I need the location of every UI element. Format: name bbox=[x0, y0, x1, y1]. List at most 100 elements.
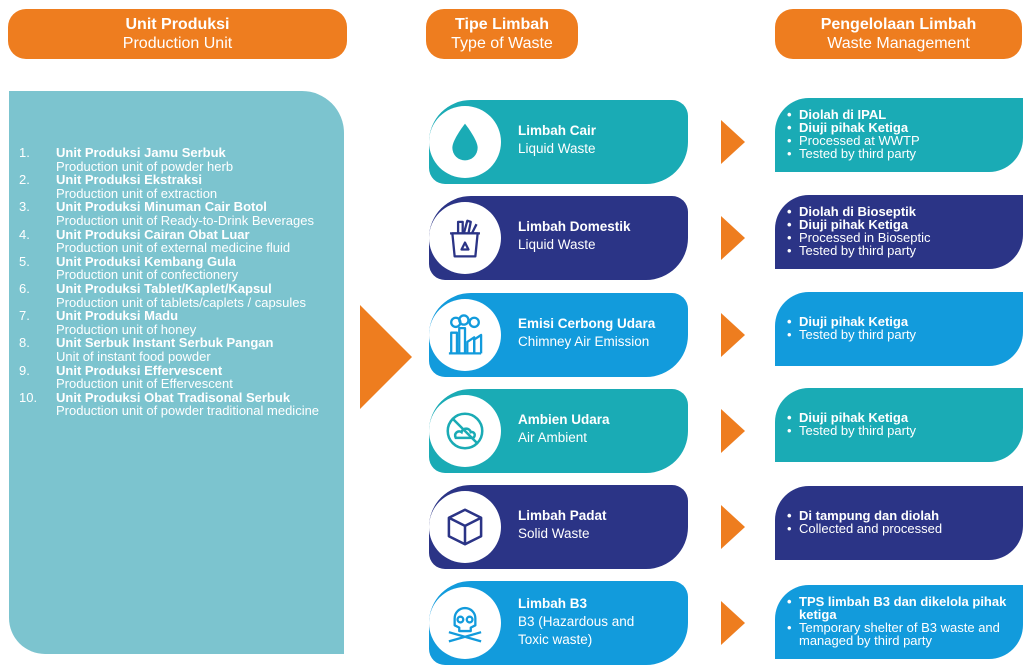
waste-type-name: Limbah Domestik bbox=[518, 219, 631, 234]
waste-type-sub: Solid Waste bbox=[518, 526, 590, 541]
item-number: 10. bbox=[19, 389, 38, 405]
header-subtitle: Production Unit bbox=[122, 35, 233, 52]
waste-type-sub: Chimney Air Emission bbox=[518, 334, 650, 349]
management-domestic: Diolah di Bioseptik Diuji pihak Ketiga P… bbox=[775, 195, 1023, 269]
waste-type-domestic: Limbah Domestik Liquid Waste bbox=[429, 196, 688, 280]
management-item: Diolah di Bioseptik bbox=[787, 206, 1021, 219]
item-number: 5. bbox=[19, 253, 30, 269]
management-item: Diuji pihak Ketiga bbox=[787, 218, 1021, 232]
unit-name: Unit Produksi Obat Tradisonal Serbuk bbox=[56, 389, 291, 405]
management-ambient: Diuji pihak Ketiga Tested by third party bbox=[775, 388, 1023, 462]
waste-type-ambient: Ambien Udara Air Ambient bbox=[429, 389, 688, 473]
item-number: 4. bbox=[19, 226, 30, 242]
header-production-unit: Unit Produksi Production Unit bbox=[8, 9, 347, 59]
cube-box-icon bbox=[429, 491, 501, 563]
header-subtitle: Type of Waste bbox=[451, 35, 553, 52]
arrow-right-icon bbox=[721, 216, 745, 260]
header-title: Tipe Limbah bbox=[455, 16, 549, 33]
unit-desc: Production unit of Effervescent bbox=[56, 376, 233, 392]
waste-type-sub: B3 (Hazardous and Toxic waste) bbox=[518, 614, 635, 647]
item-number: 1. bbox=[19, 145, 30, 160]
item-number: 2. bbox=[19, 172, 30, 188]
header-subtitle: Waste Management bbox=[827, 35, 970, 52]
waste-type-chimney: Emisi Cerbong Udara Chimney Air Emission bbox=[429, 293, 688, 377]
unit-desc: Production unit of honey bbox=[56, 321, 197, 337]
header-waste-management: Pengelolaan Limbah Waste Management bbox=[775, 9, 1022, 59]
waste-type-name: Limbah B3 bbox=[518, 596, 588, 611]
management-item: Di tampung dan diolah bbox=[787, 509, 1021, 523]
waste-type-name: Limbah Padat bbox=[518, 508, 607, 523]
unit-desc: Production unit of powder traditional me… bbox=[56, 403, 320, 419]
no-smoke-icon bbox=[429, 395, 501, 467]
unit-desc: Production unit of Ready-to-Drink Bevera… bbox=[56, 212, 314, 228]
header-title: Unit Produksi bbox=[125, 16, 230, 33]
arrow-right-icon bbox=[721, 313, 745, 357]
management-list: Diuji pihak Ketiga Tested by third party bbox=[775, 315, 1021, 342]
management-item: Diolah di IPAL bbox=[787, 109, 1021, 122]
management-item: Processed in Bioseptic bbox=[787, 231, 1021, 245]
arrow-right-icon bbox=[721, 505, 745, 549]
management-item: Temporary shelter of B3 waste and manage… bbox=[787, 621, 1021, 648]
management-item: Processed at WWTP bbox=[787, 134, 1021, 148]
arrow-right-icon bbox=[721, 120, 745, 164]
management-item: Collected and processed bbox=[787, 522, 1021, 536]
unit-desc: Production unit of powder herb bbox=[56, 158, 234, 174]
item-number: 6. bbox=[19, 280, 30, 296]
item-number: 3. bbox=[19, 199, 30, 215]
management-item: Tested by third party bbox=[787, 328, 1021, 342]
management-list: Diuji pihak Ketiga Tested by third party bbox=[775, 411, 1021, 438]
unit-name: Unit Produksi Jamu Serbuk bbox=[56, 145, 226, 160]
waste-type-liquid: Limbah Cair Liquid Waste bbox=[429, 100, 688, 184]
item-number: 9. bbox=[19, 362, 30, 378]
unit-name: Unit Produksi Madu bbox=[56, 308, 179, 324]
management-item: TPS limbah B3 dan dikelola pihak ketiga bbox=[787, 596, 1021, 622]
management-list: Diolah di IPAL Diuji pihak Ketiga Proces… bbox=[775, 109, 1021, 161]
arrow-right-icon bbox=[721, 409, 745, 453]
waste-type-sub: Liquid Waste bbox=[518, 237, 596, 252]
unit-desc: Unit of instant food powder bbox=[56, 348, 211, 364]
management-liquid: Diolah di IPAL Diuji pihak Ketiga Proces… bbox=[775, 98, 1023, 172]
unit-name: Unit Produksi Minuman Cair Botol bbox=[56, 199, 267, 215]
management-list: Diolah di Bioseptik Diuji pihak Ketiga P… bbox=[775, 206, 1021, 258]
management-b3: TPS limbah B3 dan dikelola pihak ketiga … bbox=[775, 585, 1023, 659]
management-item: Tested by third party bbox=[787, 147, 1021, 161]
unit-desc: Production unit of confectionery bbox=[56, 267, 239, 283]
waste-type-name: Emisi Cerbong Udara bbox=[518, 316, 656, 331]
management-solid: Di tampung dan diolah Collected and proc… bbox=[775, 486, 1023, 560]
unit-name: Unit Produksi Ekstraksi bbox=[56, 172, 202, 188]
management-list: Di tampung dan diolah Collected and proc… bbox=[775, 509, 1021, 536]
waste-type-name: Ambien Udara bbox=[518, 412, 610, 427]
waste-type-b3: Limbah B3 B3 (Hazardous and Toxic waste) bbox=[429, 581, 688, 665]
unit-name: Unit Serbuk Instant Serbuk Pangan bbox=[56, 335, 274, 351]
header-title: Pengelolaan Limbah bbox=[820, 16, 977, 33]
unit-name: Unit Produksi Cairan Obat Luar bbox=[56, 226, 250, 242]
management-item: Tested by third party bbox=[787, 424, 1021, 438]
management-chimney: Diuji pihak Ketiga Tested by third party bbox=[775, 292, 1023, 366]
waste-type-sub: Air Ambient bbox=[518, 430, 588, 445]
management-item: Tested by third party bbox=[787, 244, 1021, 258]
water-drop-icon bbox=[429, 106, 501, 178]
management-list: TPS limbah B3 dan dikelola pihak ketiga … bbox=[775, 596, 1021, 647]
unit-desc: Production unit of tablets/caplets / cap… bbox=[56, 294, 307, 310]
trash-bin-icon bbox=[429, 202, 501, 274]
flow-arrow-icon bbox=[360, 305, 412, 409]
unit-name: Unit Produksi Tablet/Kaplet/Kapsul bbox=[56, 280, 272, 296]
unit-desc: Production unit of extraction bbox=[56, 185, 218, 201]
factory-chimney-icon bbox=[429, 299, 501, 371]
arrow-right-icon bbox=[721, 601, 745, 645]
management-item: Diuji pihak Ketiga bbox=[787, 411, 1021, 425]
unit-desc: Production unit of external medicine flu… bbox=[56, 240, 291, 256]
management-item: Diuji pihak Ketiga bbox=[787, 315, 1021, 329]
item-number: 8. bbox=[19, 335, 30, 351]
